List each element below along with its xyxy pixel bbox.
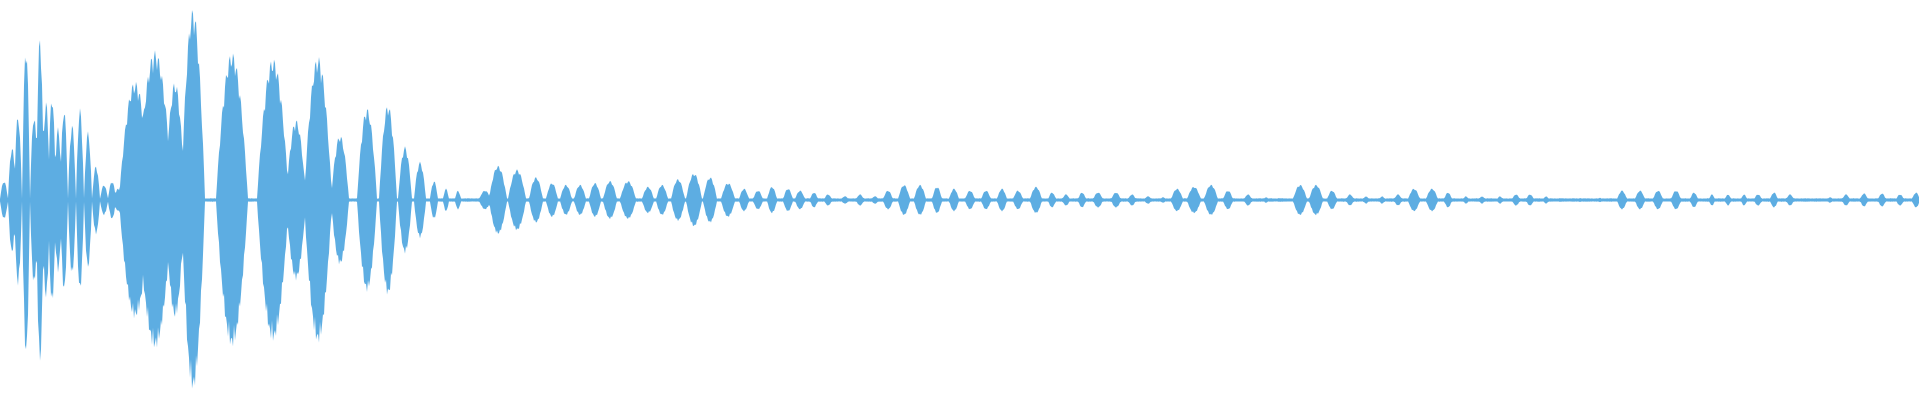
waveform-shape [0, 10, 1919, 389]
